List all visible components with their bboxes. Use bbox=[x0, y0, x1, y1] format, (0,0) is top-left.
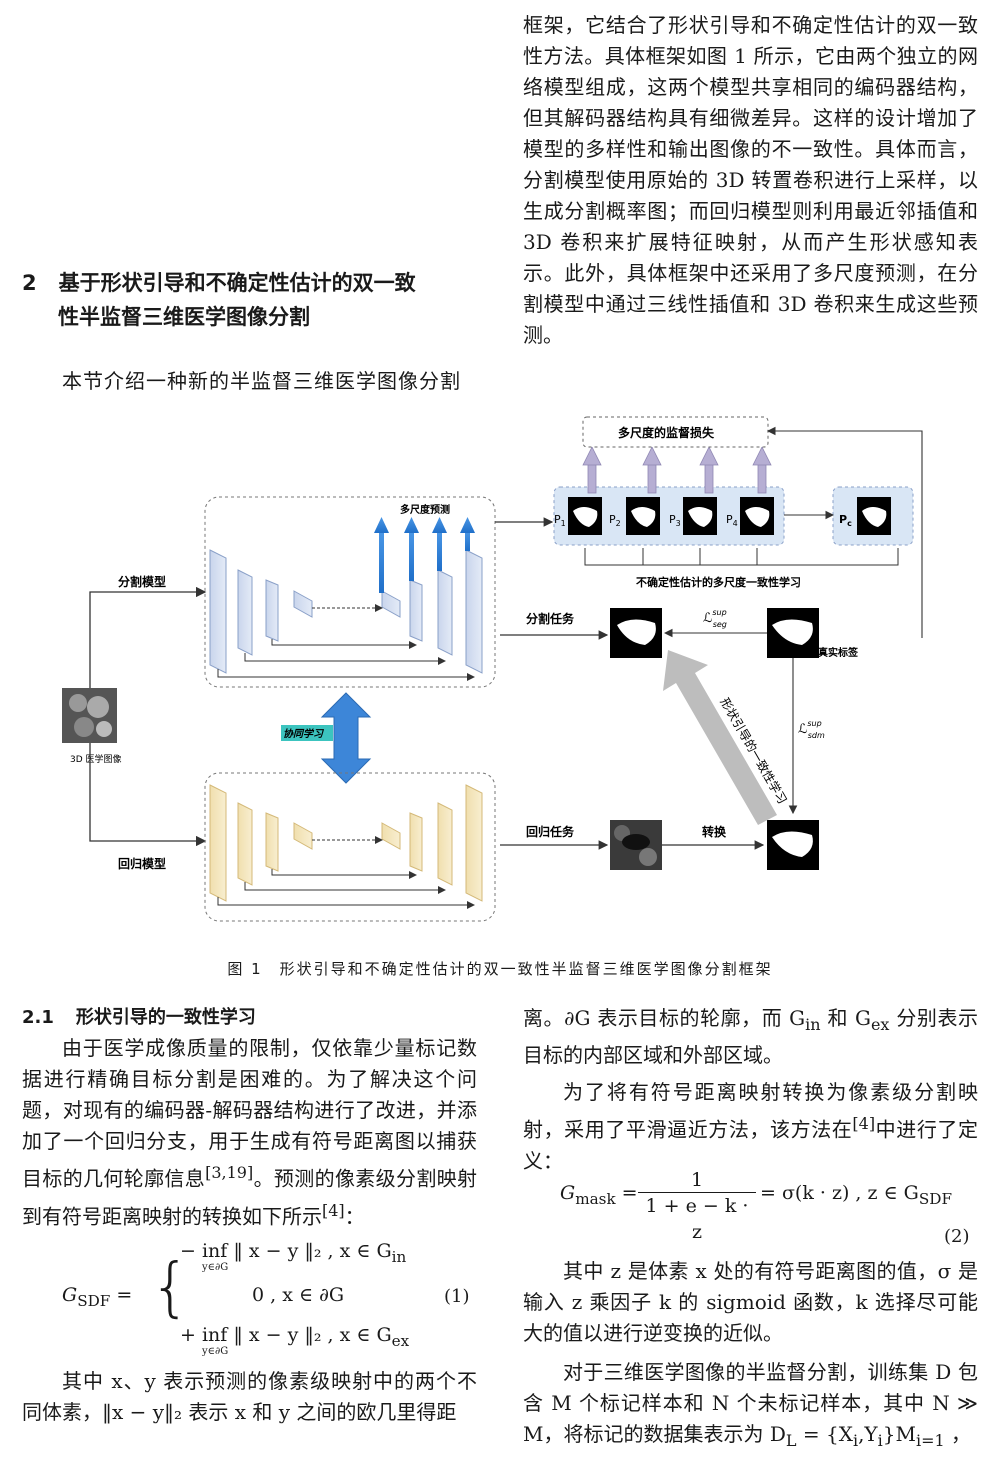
framework-figure: 3D 医学图像 分割模型 回归模型 多尺度预测 P1 P2 P3 P4 bbox=[40, 405, 970, 945]
prediction-group bbox=[553, 486, 785, 546]
reg-blocks bbox=[209, 784, 483, 902]
transform-label: 转换 bbox=[702, 824, 727, 839]
section-title: 2 基于形状引导和不确定性估计的双一致 性半监督三维医学图像分割 bbox=[22, 266, 492, 334]
right-column-bottom: 其中 z 是体素 x 处的有符号距离图的值，σ 是输入 z 乘因子 k 的 si… bbox=[523, 1256, 978, 1456]
framework-diagram: 3D 医学图像 分割模型 回归模型 多尺度预测 P1 P2 P3 P4 bbox=[62, 416, 923, 922]
equation-2: Gmask = 1 1 + e − k · z = σ(k · z) , z ∈… bbox=[560, 1169, 952, 1243]
svg-text:P1: P1 bbox=[554, 513, 566, 528]
uncertainty-label: 不确定性估计的多尺度一致性学习 bbox=[636, 575, 801, 589]
section-title-line1: 基于形状引导和不确定性估计的双一致 bbox=[58, 271, 416, 295]
figure-caption: 图 1 形状引导和不确定性估计的双一致性半监督三维医学图像分割框架 bbox=[227, 960, 773, 978]
right-para3: 其中 z 是体素 x 处的有符号距离图的值，σ 是输入 z 乘因子 k 的 si… bbox=[523, 1259, 978, 1345]
svg-text:Pc: Pc bbox=[839, 513, 852, 528]
right-para2: 为了将有符号距离映射转换为像素级分割映射，采用了平滑逼近方法，该方法在[4]中进… bbox=[523, 1080, 979, 1173]
loss-arrows bbox=[582, 446, 772, 494]
gt-label: 真实标签 bbox=[818, 646, 859, 659]
shape-guided-arrow bbox=[663, 650, 777, 825]
cooperative-arrow bbox=[320, 692, 372, 784]
subsection-number: 2.1 bbox=[22, 1007, 54, 1028]
left-column: 2.1 形状引导的一致性学习 由于医学成像质量的限制，仅依靠少量标记数据进行精确目… bbox=[22, 1003, 477, 1232]
cooperative-label: 协同学习 bbox=[283, 728, 325, 740]
right-column: 离。∂G 表示目标的轮廓，而 Gin 和 Gex 分别表示目标的内部区域和外部区… bbox=[523, 1003, 978, 1177]
reg-model-box bbox=[204, 772, 496, 922]
left-intro: 本节介绍一种新的半监督三维医学图像分割 bbox=[22, 366, 477, 397]
reg-task-label: 回归任务 bbox=[526, 824, 575, 839]
right-para4: 对于三维医学图像的半监督分割，训练集 D 包含 M 个标记样本和 N 个未标记样… bbox=[523, 1360, 978, 1450]
left-para2: 其中 x、y 表示预测的像素级映射中的两个不同体素，‖x − y‖₂ 表示 x … bbox=[22, 1369, 477, 1424]
left-para1: 由于医学成像质量的限制，仅依靠少量标记数据进行精确目标分割是困难的。为了解决这个… bbox=[22, 1036, 478, 1229]
multi-scale-loss-label: 多尺度的监督损失 bbox=[618, 425, 715, 440]
seg-task-label: 分割任务 bbox=[526, 611, 575, 626]
multi-scale-arrows bbox=[374, 517, 475, 593]
svg-text:P4: P4 bbox=[726, 513, 738, 528]
input-label: 3D 医学图像 bbox=[70, 753, 122, 765]
multi-scale-pred-label: 多尺度预测 bbox=[400, 503, 450, 516]
subsection-title-text: 形状引导的一致性学习 bbox=[75, 1007, 256, 1028]
right-intro-text: 框架，它结合了形状引导和不确定性估计的双一致性方法。具体框架如图 1 所示，它由… bbox=[523, 13, 978, 347]
section-number: 2 bbox=[22, 271, 37, 295]
section-title-line2: 性半监督三维医学图像分割 bbox=[58, 305, 310, 329]
equation-2-number: (2) bbox=[944, 1226, 970, 1247]
prediction-masks bbox=[568, 497, 891, 535]
right-intro: 框架，它结合了形状引导和不确定性估计的双一致性方法。具体框架如图 1 所示，它由… bbox=[523, 10, 978, 351]
seg-model-label: 分割模型 bbox=[118, 574, 166, 589]
subsection-title: 2.1 形状引导的一致性学习 bbox=[22, 1003, 477, 1033]
reg-model-label: 回归模型 bbox=[118, 856, 166, 871]
equation-1-number: (1) bbox=[444, 1286, 470, 1307]
equation-1: GSDF = { − inf ‖ x − y ‖₂ , x ∈ Gin y∈∂G… bbox=[62, 1240, 410, 1357]
right-para1: 离。∂G 表示目标的轮廓，而 Gin 和 Gex 分别表示目标的内部区域和外部区… bbox=[523, 1006, 978, 1067]
left-column-bottom: 其中 x、y 表示预测的像素级映射中的两个不同体素，‖x − y‖₂ 表示 x … bbox=[22, 1366, 477, 1428]
left-intro-text: 本节介绍一种新的半监督三维医学图像分割 bbox=[62, 369, 461, 393]
svg-text:P2: P2 bbox=[609, 513, 621, 528]
svg-text:P3: P3 bbox=[669, 513, 681, 528]
seg-encoder-blocks bbox=[209, 549, 483, 674]
